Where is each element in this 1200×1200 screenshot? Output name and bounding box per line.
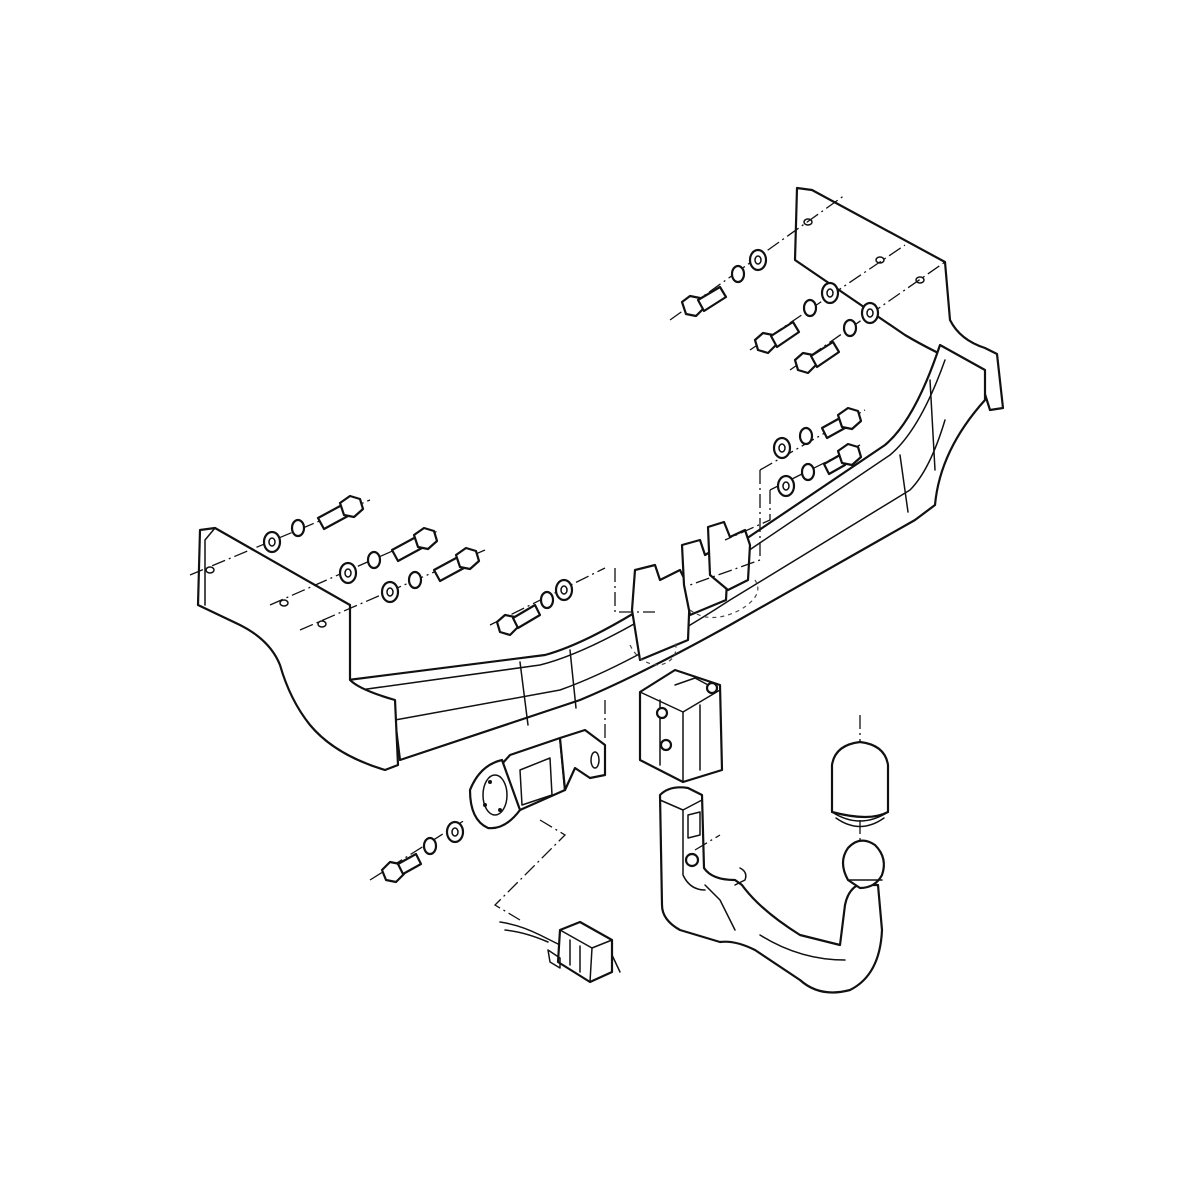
spring-washer xyxy=(800,462,816,482)
spring-washer xyxy=(422,836,438,856)
bolt xyxy=(680,285,728,318)
ball-receiver-socket xyxy=(638,668,724,784)
plate-hole xyxy=(205,566,215,574)
bolt xyxy=(432,546,481,583)
plate-hole xyxy=(803,218,813,226)
bolt-set-right-plate xyxy=(680,218,925,375)
ball-cover-cap xyxy=(830,740,890,828)
bolt-set-left-plate xyxy=(205,494,481,628)
bolt xyxy=(316,494,365,531)
wiring-plug xyxy=(547,920,621,984)
plate-hole xyxy=(915,276,925,284)
bolt xyxy=(822,442,863,476)
flat-washer xyxy=(445,820,465,844)
flat-washer xyxy=(748,248,768,272)
plate-hole xyxy=(279,599,289,607)
tow-ball xyxy=(841,839,885,890)
bolt xyxy=(793,340,841,375)
plate-hole xyxy=(317,620,327,628)
spring-washer xyxy=(407,570,423,590)
bolt-set-crossbar-center xyxy=(495,406,863,637)
spring-washer xyxy=(366,550,382,570)
electrical-socket-bracket xyxy=(468,728,607,830)
bolt xyxy=(390,526,439,563)
detachable-ball-neck xyxy=(658,786,884,994)
bolt-set-socket-bracket xyxy=(380,820,465,884)
bolt xyxy=(495,603,542,637)
flat-washer xyxy=(776,474,796,498)
spring-washer xyxy=(842,318,858,338)
bolt xyxy=(753,320,801,355)
crossbar-frame xyxy=(196,186,1005,772)
flat-washer xyxy=(554,578,574,602)
flat-washer xyxy=(772,436,792,460)
wiring-harness xyxy=(493,819,567,946)
flat-washer xyxy=(338,561,358,585)
bolt xyxy=(380,852,423,884)
spring-washer xyxy=(730,264,746,284)
bolt xyxy=(820,406,863,440)
flat-washer xyxy=(820,281,840,305)
flat-washer xyxy=(380,580,400,604)
left-mounting-plate xyxy=(196,526,400,772)
spring-washer xyxy=(539,590,555,610)
spring-washer xyxy=(290,518,306,538)
spring-washer xyxy=(802,298,818,318)
flat-washer xyxy=(860,301,880,325)
flat-washer xyxy=(262,530,282,554)
spring-washer xyxy=(798,426,814,446)
plate-hole xyxy=(875,256,885,264)
